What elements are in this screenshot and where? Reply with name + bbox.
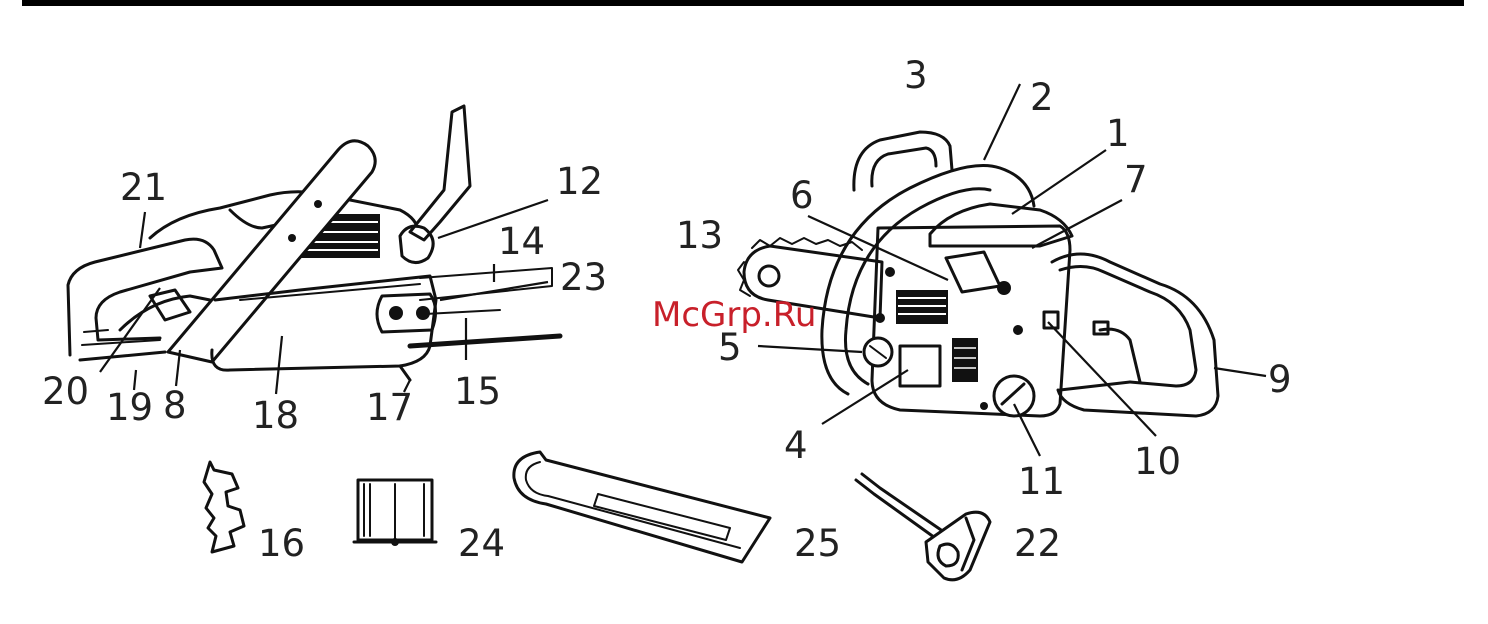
manual-book-illustration bbox=[354, 480, 436, 546]
label-9: 9 bbox=[1268, 358, 1292, 401]
label-11: 11 bbox=[1018, 460, 1065, 503]
top-border-line bbox=[22, 0, 1464, 6]
bar-nose-sprocket bbox=[759, 266, 779, 286]
label-24: 24 bbox=[458, 522, 505, 565]
label-17: 17 bbox=[366, 386, 413, 429]
front-hand-guard bbox=[822, 166, 1034, 395]
label-19: 19 bbox=[106, 386, 153, 429]
combination-tool-illustration bbox=[856, 474, 990, 580]
chain-brake-lever bbox=[410, 106, 470, 240]
label-25: 25 bbox=[794, 522, 841, 565]
label-panel bbox=[900, 346, 940, 386]
label-22: 22 bbox=[1014, 522, 1061, 565]
label-15: 15 bbox=[454, 370, 501, 413]
label-14: 14 bbox=[498, 220, 545, 263]
label-6: 6 bbox=[790, 174, 814, 217]
label-4: 4 bbox=[784, 424, 808, 467]
top-grip bbox=[854, 132, 952, 190]
watermark-text: McGrp.Ru bbox=[652, 295, 816, 335]
rear-handle-front bbox=[1052, 254, 1218, 416]
label-10: 10 bbox=[1134, 440, 1181, 483]
label-1: 1 bbox=[1106, 112, 1130, 155]
label-18: 18 bbox=[252, 394, 299, 437]
label-7: 7 bbox=[1124, 158, 1148, 201]
label-16: 16 bbox=[258, 522, 305, 565]
label-23: 23 bbox=[560, 256, 607, 299]
label-21: 21 bbox=[120, 166, 167, 209]
chain-tooth-illustration bbox=[204, 462, 244, 552]
label-3: 3 bbox=[904, 54, 928, 97]
label-20: 20 bbox=[42, 370, 89, 413]
label-12: 12 bbox=[556, 160, 603, 203]
label-8: 8 bbox=[163, 384, 187, 427]
label-13: 13 bbox=[676, 214, 723, 257]
fuel-tank-cap bbox=[994, 376, 1034, 416]
bar-scabbard-illustration bbox=[514, 452, 770, 562]
label-2: 2 bbox=[1030, 76, 1054, 119]
